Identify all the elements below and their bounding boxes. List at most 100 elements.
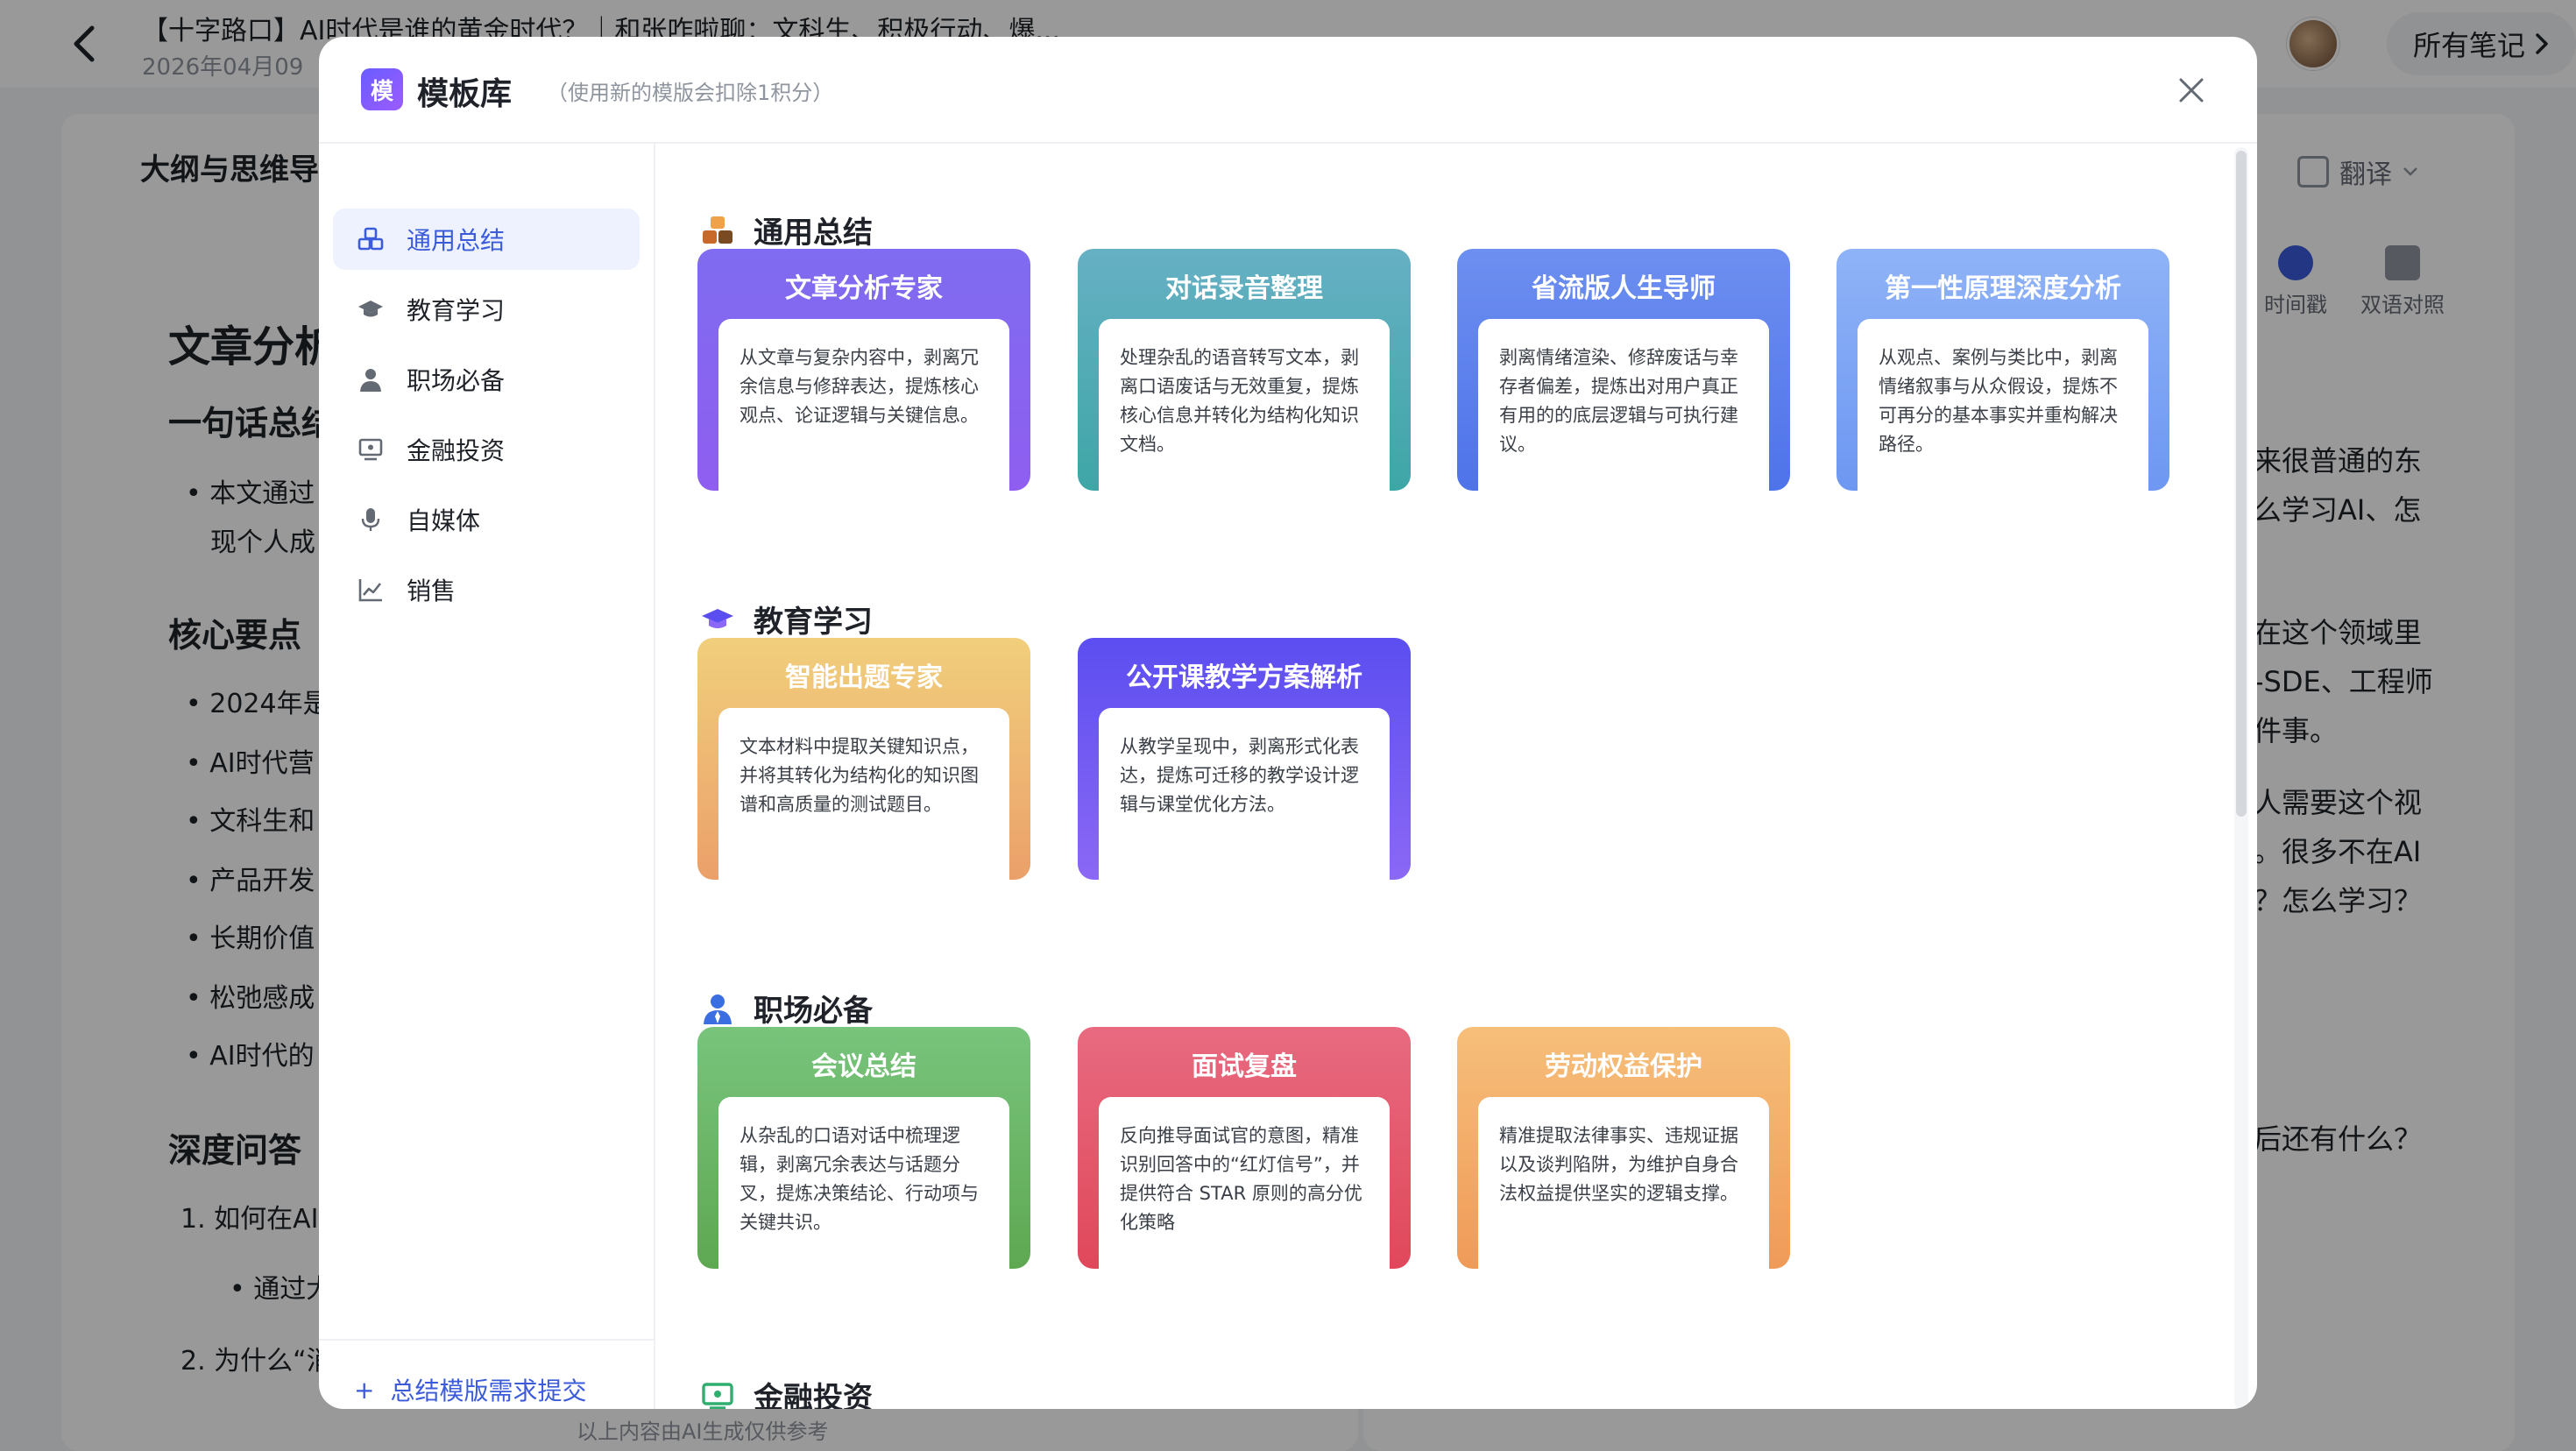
- card-title: 文章分析专家: [785, 273, 943, 304]
- card-description: 从教学呈现中，剥离形式化表达，提炼可迁移的教学设计逻辑与课堂优化方法。: [1099, 708, 1390, 880]
- transcript-line: 后还有什么？: [2254, 1122, 2423, 1156]
- one-line-summary-heading: 一句话总结: [168, 404, 336, 442]
- section-title-workplace: 职场必备: [701, 987, 873, 1030]
- template-library-modal: 模 模板库 （使用新的模版会扣除1积分） 通用总结 教育学习 职场必备: [319, 37, 2257, 1409]
- section-title-finance: 金融投资: [701, 1374, 873, 1409]
- summary-line: 现个人成: [210, 527, 315, 558]
- card-title: 面试复盘: [1192, 1051, 1297, 1082]
- template-request-submit-link[interactable]: + 总结模版需求提交: [354, 1372, 586, 1407]
- template-card-article-analysis[interactable]: 文章分析专家 从文章与复杂内容中，剥离冗余信息与修辞表达，提炼核心观点、论证逻辑…: [697, 249, 1030, 491]
- list-item: • 松弛感成: [186, 983, 315, 1014]
- sidebar-item-sales[interactable]: 销售: [333, 559, 640, 620]
- trend-chart-icon: [357, 577, 384, 603]
- plus-icon: +: [354, 1375, 375, 1405]
- outline-tab[interactable]: 大纲与思维导: [140, 152, 319, 188]
- clock-icon: [2278, 245, 2313, 280]
- money-screen-icon: [701, 1379, 734, 1409]
- list-item: • AI时代营: [186, 748, 315, 779]
- sidebar-item-workplace[interactable]: 职场必备: [333, 349, 640, 410]
- sidebar-item-finance[interactable]: 金融投资: [333, 419, 640, 480]
- transcript-line: 人需要这个视: [2254, 786, 2423, 819]
- user-tie-icon: [357, 366, 384, 393]
- timestamp-tool[interactable]: 时间戳: [2264, 245, 2327, 318]
- translate-button[interactable]: 翻译: [2297, 152, 2418, 191]
- template-card-first-principles[interactable]: 第一性原理深度分析 从观点、案例与类比中，剥离情绪叙事与从众假设，提炼不可再分的…: [1836, 249, 2169, 491]
- list-item: • AI时代的: [186, 1041, 315, 1072]
- sidebar-item-label: 职场必备: [407, 366, 506, 395]
- translate-mark-icon: [2385, 245, 2420, 280]
- transcript-line: 。很多不在AI: [2254, 835, 2422, 868]
- transcript-line: 件事。: [2254, 714, 2339, 747]
- card-description: 从观点、案例与类比中，剥离情绪叙事与从众假设，提炼不可再分的基本事实并重构解决路…: [1858, 319, 2148, 491]
- back-button[interactable]: [61, 21, 107, 67]
- bilingual-tool[interactable]: 双语对照: [2360, 245, 2445, 318]
- card-title: 对话录音整理: [1165, 273, 1323, 304]
- transcript-line: 在这个领域里: [2254, 616, 2423, 649]
- all-notes-label: 所有笔记: [2413, 29, 2526, 62]
- card-description: 精准提取法律事实、违规证据以及谈判陷阱，为维护自身合法权益提供坚实的逻辑支撑。: [1478, 1097, 1769, 1269]
- card-description: 反向推导面试官的意图，精准识别回答中的“红灯信号”，并提供符合 STAR 原则的…: [1099, 1097, 1390, 1269]
- card-title: 劳动权益保护: [1545, 1051, 1702, 1082]
- card-title: 第一性原理深度分析: [1885, 273, 2121, 304]
- cubes-icon: [357, 226, 384, 252]
- card-description: 文本材料中提取关键知识点，并将其转化为结构化的知识图谱和高质量的测试题目。: [718, 708, 1009, 880]
- transcript-line: 来很普通的东: [2254, 444, 2423, 478]
- template-card-recording-organize[interactable]: 对话录音整理 处理杂乱的语音转写文本，剥离口语废话与无效重复，提炼核心信息并转化…: [1078, 249, 1411, 491]
- avatar[interactable]: [2287, 18, 2339, 70]
- template-card-meeting-summary[interactable]: 会议总结 从杂乱的口语对话中梳理逻辑，剥离冗余表达与话题分叉，提炼决策结论、行动…: [697, 1027, 1030, 1269]
- transcript-line: -SDE、工程师: [2254, 665, 2433, 698]
- card-description: 从文章与复杂内容中，剥离冗余信息与修辞表达，提炼核心观点、论证逻辑与关键信息。: [718, 319, 1009, 491]
- section-title-text: 职场必备: [754, 994, 873, 1029]
- card-title: 会议总结: [811, 1051, 916, 1082]
- template-card-interview-review[interactable]: 面试复盘 反向推导面试官的意图，精准识别回答中的“红灯信号”，并提供符合 STA…: [1078, 1027, 1411, 1269]
- ai-disclaimer: 以上内容由AI生成仅供参考: [577, 1419, 829, 1444]
- list-item: • 文科生和: [186, 806, 315, 837]
- translate-icon: [2297, 156, 2329, 188]
- microphone-icon: [357, 506, 384, 533]
- qa-heading: 深度问答: [168, 1131, 302, 1170]
- section-title-general-summary: 通用总结: [701, 209, 873, 251]
- bilingual-label: 双语对照: [2360, 293, 2445, 317]
- timestamp-label: 时间戳: [2264, 293, 2327, 317]
- graduation-cap-icon: [357, 296, 384, 322]
- cubes-icon: [701, 214, 734, 247]
- section-title-education: 教育学习: [701, 598, 873, 641]
- transcript-line: ？怎么学习？: [2254, 884, 2423, 917]
- all-notes-button[interactable]: 所有笔记: [2387, 12, 2576, 75]
- submit-link-label: 总结模版需求提交: [390, 1377, 587, 1405]
- sidebar-item-general-summary[interactable]: 通用总结: [333, 209, 640, 270]
- list-item: • 长期价值: [186, 924, 315, 954]
- card-description: 剥离情绪渲染、修辞废话与幸存者偏差，提炼出对用户真正有用的的底层逻辑与可执行建议…: [1478, 319, 1769, 491]
- chevron-down-icon: [2403, 167, 2417, 176]
- document-date: 2026年04月09: [142, 54, 304, 81]
- user-tie-icon: [701, 992, 734, 1025]
- sidebar-divider: [319, 1339, 655, 1341]
- card-title: 公开课教学方案解析: [1126, 662, 1362, 693]
- template-card-lesson-plan[interactable]: 公开课教学方案解析 从教学呈现中，剥离形式化表达，提炼可迁移的教学设计逻辑与课堂…: [1078, 638, 1411, 880]
- list-item: • 2024年是: [186, 689, 329, 719]
- section-title-text: 通用总结: [754, 216, 873, 251]
- sidebar-item-label: 金融投资: [407, 436, 506, 465]
- sidebar-item-label: 通用总结: [407, 226, 506, 255]
- card-description: 处理杂乱的语音转写文本，剥离口语废话与无效重复，提炼核心信息并转化为结构化知识文…: [1099, 319, 1390, 491]
- modal-title: 模板库: [417, 76, 513, 112]
- card-description: 从杂乱的口语对话中梳理逻辑，剥离冗余表达与话题分叉，提炼决策结论、行动项与关键共…: [718, 1097, 1009, 1269]
- qa-item: 1. 如何在AI: [180, 1204, 319, 1235]
- sidebar-item-education[interactable]: 教育学习: [333, 279, 640, 340]
- summary-heading: 文章分析: [168, 322, 337, 372]
- sidebar-item-self-media[interactable]: 自媒体: [333, 489, 640, 550]
- sidebar-item-label: 自媒体: [407, 506, 481, 535]
- translate-label: 翻译: [2339, 159, 2392, 190]
- template-card-quiz-expert[interactable]: 智能出题专家 文本材料中提取关键知识点，并将其转化为结构化的知识图谱和高质量的测…: [697, 638, 1030, 880]
- transcript-line: 么学习AI、怎: [2254, 493, 2422, 527]
- money-screen-icon: [357, 436, 384, 463]
- content-scrollbar-thumb[interactable]: [2236, 151, 2247, 817]
- template-card-labor-rights[interactable]: 劳动权益保护 精准提取法律事实、违规证据以及谈判陷阱，为维护自身合法权益提供坚实…: [1457, 1027, 1790, 1269]
- template-card-life-mentor[interactable]: 省流版人生导师 剥离情绪渲染、修辞废话与幸存者偏差，提炼出对用户真正有用的的底层…: [1457, 249, 1790, 491]
- close-button[interactable]: [2169, 68, 2213, 112]
- template-logo-icon: 模: [361, 68, 403, 110]
- modal-header: 模 模板库 （使用新的模版会扣除1积分）: [319, 37, 2257, 144]
- chevron-right-icon: [2536, 33, 2548, 54]
- card-title: 省流版人生导师: [1532, 273, 1716, 304]
- graduation-cap-icon: [701, 603, 734, 636]
